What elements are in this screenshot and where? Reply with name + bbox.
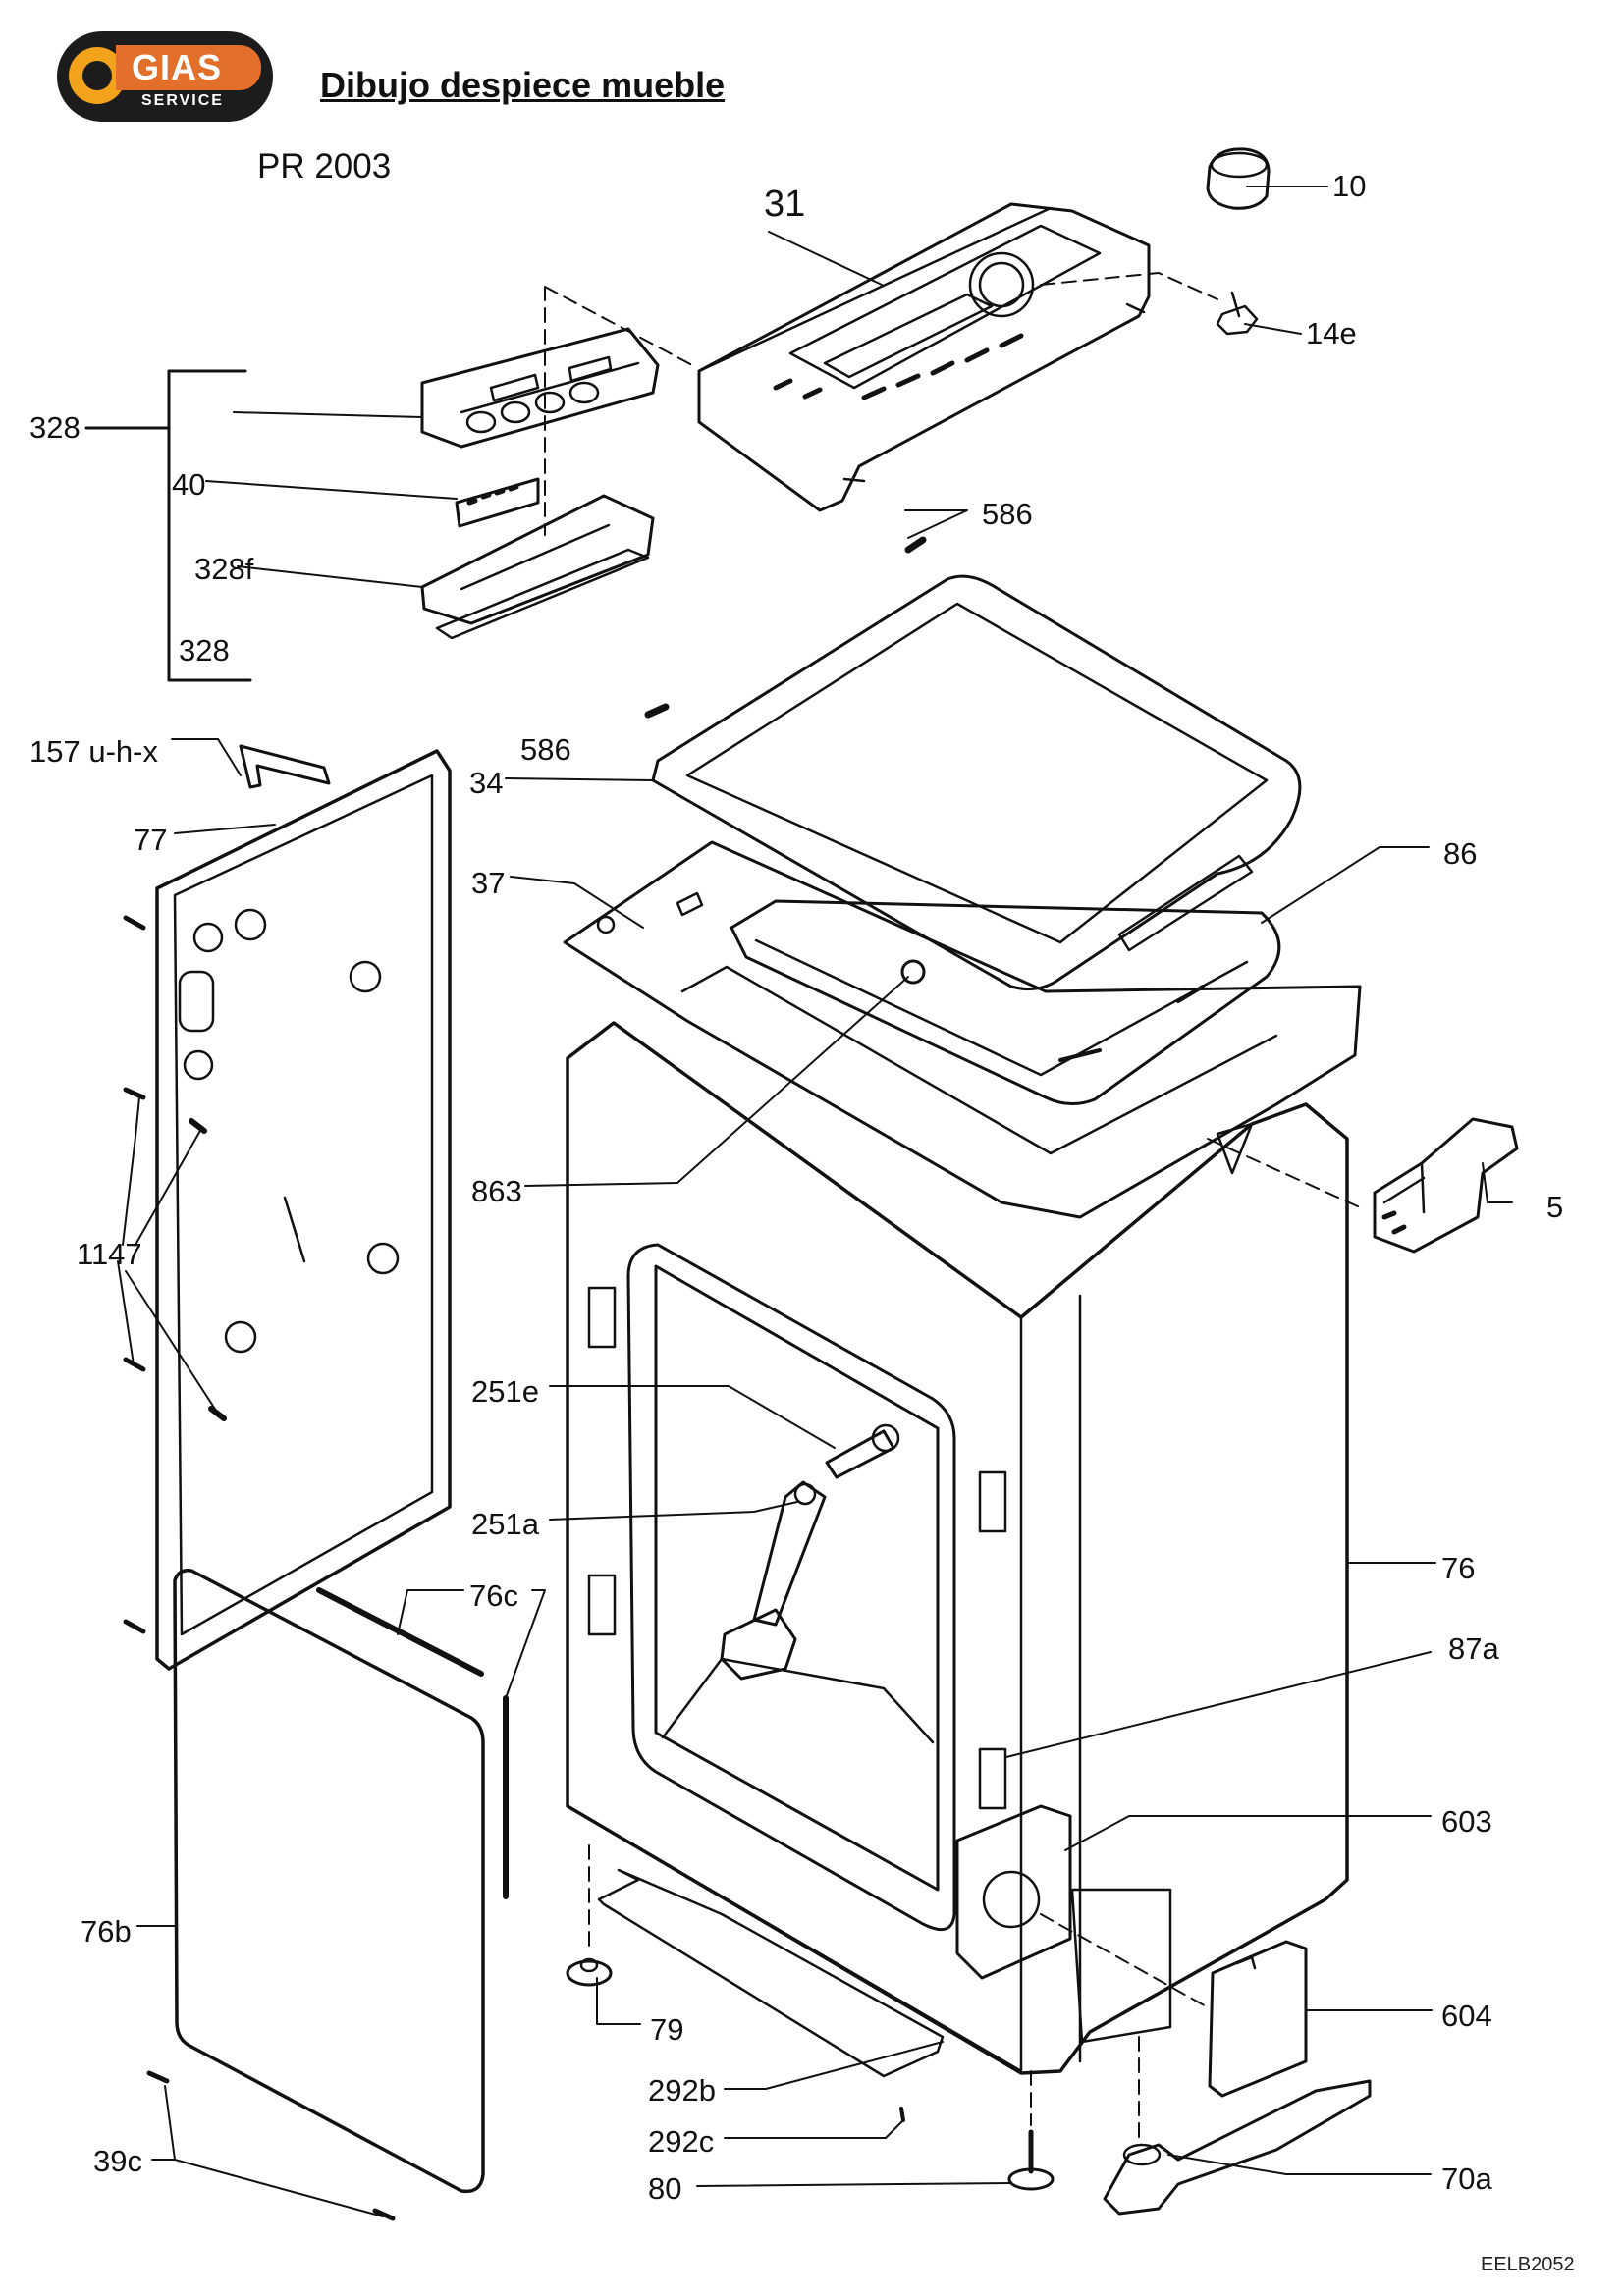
part-labels: 31 10 14e 328 40 328f 328 586 586 157 u-…	[29, 169, 1563, 2206]
shaft-adapter-14e	[1216, 291, 1259, 336]
side-panel-76b	[173, 1568, 485, 2194]
display-board-40	[455, 477, 540, 528]
group-bracket	[84, 369, 252, 682]
pin-586-b	[644, 703, 670, 719]
label-157: 157 u-h-x	[29, 734, 158, 769]
part-863	[900, 959, 926, 985]
knob-axis-line	[1040, 272, 1218, 300]
label-39c: 39c	[93, 2144, 142, 2178]
pin-251e	[825, 1423, 900, 1479]
base-plate-292b	[597, 1868, 945, 2078]
screw-292c	[899, 2107, 905, 2122]
filter-housing-603	[955, 1804, 1072, 1980]
knob-10	[1206, 147, 1271, 210]
label-586-a: 586	[982, 497, 1033, 531]
logo-brand: GIAS	[132, 47, 223, 87]
label-5: 5	[1546, 1190, 1563, 1224]
pin-586-a	[904, 536, 927, 554]
label-76c: 76c	[469, 1578, 518, 1613]
bezel-86	[730, 899, 1281, 1105]
label-80: 80	[648, 2171, 681, 2206]
label-87a: 87a	[1448, 1631, 1499, 1666]
trim-strip-76c	[316, 1587, 509, 1899]
lock-axis-line	[1207, 1138, 1361, 1208]
label-328-top: 328	[29, 410, 81, 445]
label-86: 86	[1443, 836, 1477, 871]
board-cover-328f	[420, 494, 655, 640]
shock-absorber-251a	[720, 1480, 827, 1681]
control-panel-31	[697, 202, 1151, 512]
label-34: 34	[469, 766, 503, 800]
label-10: 10	[1332, 169, 1366, 203]
label-79: 79	[650, 2012, 683, 2047]
logo-subtitle: SERVICE	[141, 92, 224, 109]
drawing-code: EELB2052	[1481, 2254, 1575, 2275]
label-328-bottom: 328	[179, 633, 230, 667]
gias-logo: GIAS SERVICE	[57, 31, 273, 122]
top-cover-37	[563, 840, 1362, 1219]
label-292c: 292c	[648, 2124, 714, 2159]
foot-axis-line	[588, 1844, 1032, 2126]
cabinet-76	[566, 1021, 1349, 2075]
label-586-b: 586	[520, 732, 571, 767]
label-40: 40	[172, 467, 205, 502]
rear-panel-77	[155, 749, 452, 1671]
label-251e: 251e	[471, 1374, 539, 1409]
foot-80	[1007, 2129, 1055, 2191]
label-76b: 76b	[81, 1914, 132, 1949]
foot-79	[566, 1957, 613, 1987]
label-603: 603	[1441, 1804, 1492, 1839]
door-lock-5	[1373, 1117, 1519, 1254]
board-frame-328	[420, 327, 660, 449]
label-14e: 14e	[1306, 316, 1357, 350]
label-37: 37	[471, 866, 505, 900]
label-292b: 292b	[648, 2073, 716, 2108]
label-251a: 251a	[471, 1507, 540, 1541]
logo-band	[116, 45, 261, 90]
label-1147: 1147	[77, 1237, 142, 1271]
page-title: Dibujo despiece mueble	[320, 65, 726, 105]
lid-34	[651, 574, 1302, 991]
label-31: 31	[764, 184, 805, 225]
label-604: 604	[1441, 1999, 1492, 2033]
label-863: 863	[471, 1174, 522, 1208]
label-328f: 328f	[194, 552, 254, 586]
filter-axis-line	[1040, 1913, 1209, 2008]
board-axis-line	[544, 286, 693, 536]
model-number: PR 2003	[257, 147, 392, 186]
label-77: 77	[134, 823, 167, 857]
kick-plate-70a	[1103, 2079, 1372, 2216]
screws-39c	[146, 2070, 396, 2221]
filter-flap-604	[1208, 1940, 1308, 2098]
leader-lines	[117, 186, 1513, 2217]
label-70a: 70a	[1441, 2162, 1492, 2196]
bracket-157	[239, 744, 331, 789]
label-76: 76	[1441, 1551, 1475, 1585]
